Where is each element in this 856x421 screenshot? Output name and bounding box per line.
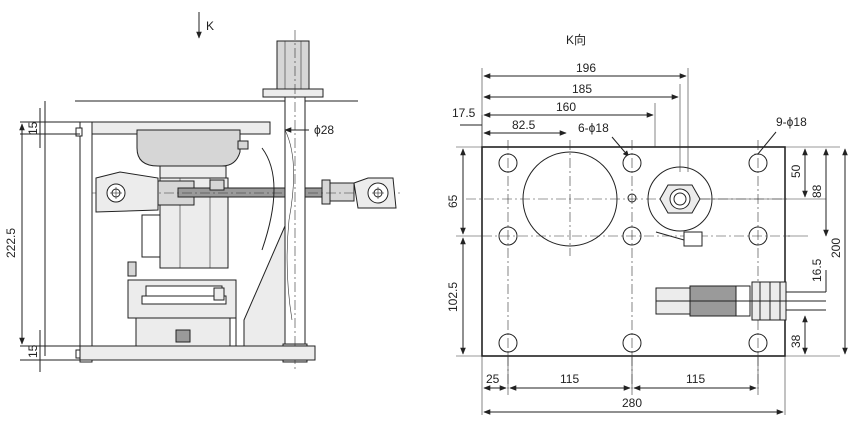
load-cell-cap <box>136 129 241 167</box>
dim-right-88: 88 <box>810 148 829 237</box>
dim-right-38: 38 <box>789 315 808 355</box>
svg-text:15: 15 <box>26 121 40 135</box>
dim-width-185: 185 <box>483 82 679 100</box>
dim-left-65: 65 <box>446 148 466 235</box>
callout-6-holes: 6-ϕ18 <box>578 121 630 158</box>
dim-right-50: 50 <box>789 148 808 198</box>
svg-text:200: 200 <box>829 238 843 258</box>
svg-text:38: 38 <box>789 334 803 348</box>
svg-text:65: 65 <box>446 194 460 208</box>
svg-text:6-ϕ18: 6-ϕ18 <box>578 121 609 135</box>
side-view: K <box>4 12 400 372</box>
dim-right-16-5: 16.5 <box>810 258 827 292</box>
dim-height: 222.5 <box>4 123 25 345</box>
svg-text:196: 196 <box>576 61 596 75</box>
dim-edge-17-5: 17.5 <box>452 106 482 126</box>
svg-text:88: 88 <box>810 184 824 198</box>
dim-width-196: 196 <box>483 61 687 79</box>
svg-text:160: 160 <box>556 100 576 114</box>
svg-text:17.5: 17.5 <box>452 106 476 120</box>
callout-9-holes: 9-ϕ18 <box>752 115 807 161</box>
plan-view-title: K向 <box>566 32 586 47</box>
plan-view: K向 196 185 160 82.5 17.5 <box>446 32 848 415</box>
svg-text:15: 15 <box>26 344 40 358</box>
bottom-plate <box>79 345 316 361</box>
dim-bottom-plate: 15 <box>26 330 41 372</box>
left-pivot-bracket <box>95 171 159 213</box>
shaft-hub <box>647 166 713 247</box>
mounting-holes <box>498 153 768 353</box>
svg-text:102.5: 102.5 <box>446 282 460 312</box>
dim-bottom-25: 25 <box>483 372 507 391</box>
svg-text:222.5: 222.5 <box>4 228 18 258</box>
dim-shaft-diameter: ϕ28 <box>284 123 334 137</box>
view-marker-label: K <box>206 19 214 33</box>
svg-text:185: 185 <box>572 82 592 96</box>
svg-text:115: 115 <box>686 372 705 386</box>
vertical-shaft <box>261 30 324 372</box>
dim-width-82-5: 82.5 <box>483 118 567 136</box>
svg-text:280: 280 <box>622 396 642 410</box>
svg-text:25: 25 <box>486 372 500 386</box>
tie-rod <box>92 179 400 206</box>
svg-text:82.5: 82.5 <box>512 118 536 132</box>
dim-left-102-5: 102.5 <box>446 237 466 355</box>
dim-right-200: 200 <box>829 148 848 355</box>
dim-bottom-115-b: 115 <box>633 372 757 391</box>
side-connector <box>655 281 826 321</box>
right-pivot-bracket <box>353 177 397 209</box>
svg-text:16.5: 16.5 <box>810 258 824 282</box>
dim-width-160: 160 <box>483 100 654 118</box>
svg-text:50: 50 <box>789 164 803 178</box>
dim-bottom-280: 280 <box>483 396 784 415</box>
left-frame-column <box>79 121 93 363</box>
dim-top-plate: 15 <box>26 108 41 148</box>
svg-text:115: 115 <box>560 372 579 386</box>
svg-text:ϕ28: ϕ28 <box>314 123 334 137</box>
dim-bottom-115-a: 115 <box>509 372 631 391</box>
view-direction-arrow: K <box>196 12 214 39</box>
svg-text:9-ϕ18: 9-ϕ18 <box>776 115 807 129</box>
